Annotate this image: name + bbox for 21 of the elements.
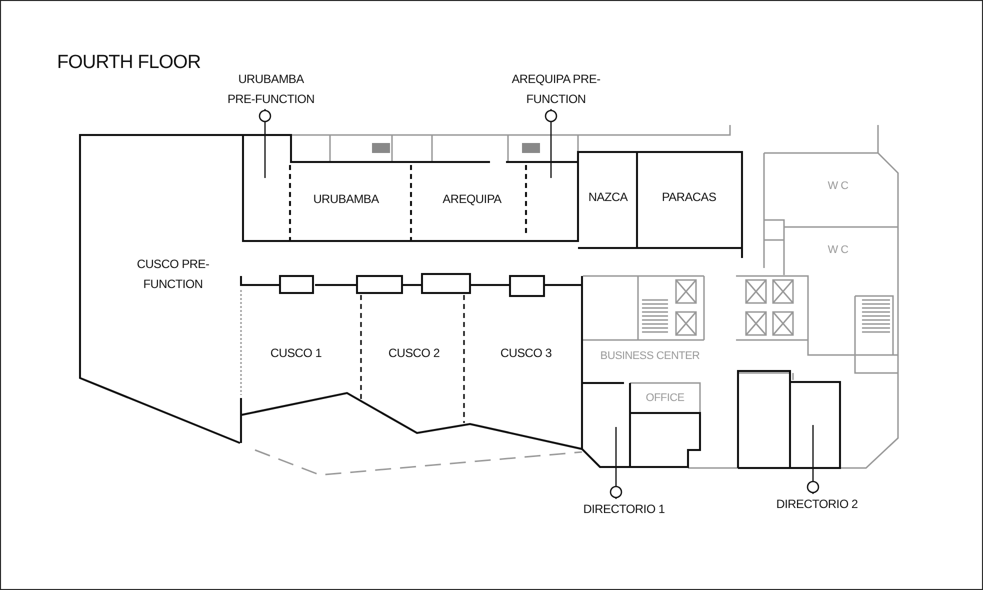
room-label: CUSCO 1	[270, 345, 322, 362]
room-label: CUSCO PRE-FUNCTION	[136, 256, 210, 293]
room-label: OFFICE	[646, 391, 684, 406]
leader-line	[610, 427, 622, 499]
leader-line	[806, 425, 820, 494]
room-label: W C	[828, 179, 848, 194]
room-label: PARACAS	[662, 189, 716, 206]
room-label: AREQUIPA	[442, 191, 502, 208]
floor-title: FOURTH FLOOR	[57, 52, 201, 74]
room-label: URUBAMBA	[313, 191, 379, 208]
room-label: W C	[828, 243, 848, 258]
room-label: BUSINESS CENTER	[600, 349, 700, 364]
leader-line	[544, 109, 558, 178]
callout-label: URUBAMBA PRE-FUNCTION	[225, 69, 317, 109]
callout-label: DIRECTORIO 2	[771, 494, 863, 514]
room-label: CUSCO 2	[388, 345, 440, 362]
callout-label: AREQUIPA PRE-FUNCTION	[510, 69, 602, 109]
callout-label: DIRECTORIO 1	[578, 499, 670, 519]
room-label: CUSCO 3	[500, 345, 552, 362]
room-label: NAZCA	[588, 189, 628, 206]
leader-line	[258, 109, 272, 178]
